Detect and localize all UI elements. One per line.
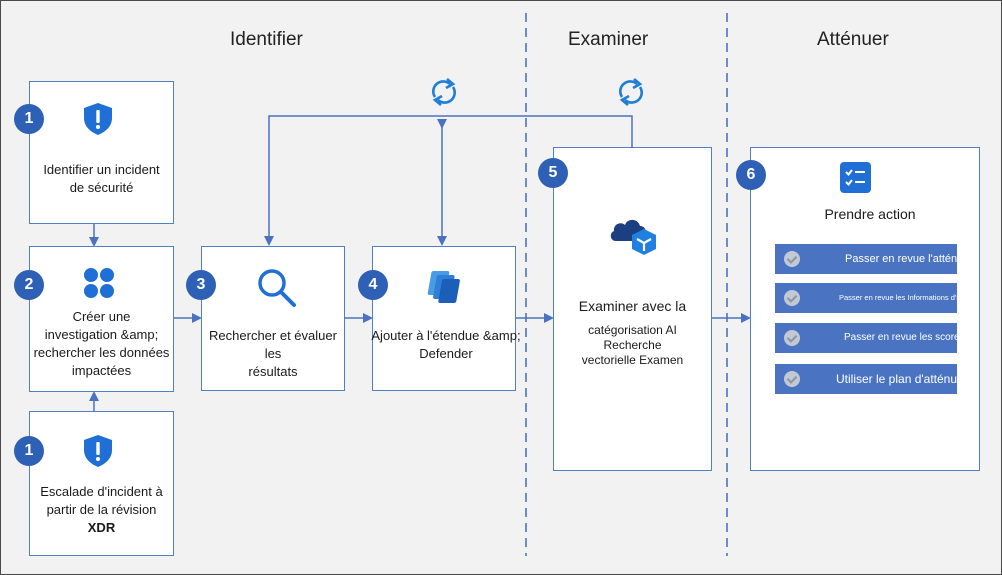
label-line: partir de la révision — [46, 502, 157, 517]
action-review-risk-scores[interactable]: Passer en revue les scores de risque — [775, 323, 957, 353]
step-label: Identifier un incident de sécurité — [29, 161, 174, 197]
step-badge: 4 — [358, 270, 388, 300]
step-escalate-incident — [29, 411, 174, 556]
label-line: catégorisation AI — [588, 323, 677, 337]
label-line: Recherche — [603, 338, 662, 352]
action-label: Passer en revue les scores de risque — [844, 332, 957, 343]
step-add-scope — [372, 246, 516, 391]
label-line: résultats — [248, 364, 298, 379]
four-dots-icon — [84, 268, 114, 298]
action-use-mitigation-plan[interactable]: Utiliser le plan d'atténuation — [775, 364, 957, 394]
step-badge: 2 — [14, 270, 44, 300]
check-circle-icon — [784, 371, 800, 387]
label-line: Identifier un incident — [43, 162, 160, 177]
check-circle-icon — [784, 330, 800, 346]
cloud-cube-icon — [610, 219, 656, 255]
phase-mitigate: Atténuer — [817, 29, 889, 50]
checklist-icon — [840, 162, 871, 193]
shield-alert-icon — [84, 435, 112, 467]
step-label: catégorisation AI Recherche vectorielle … — [553, 323, 712, 368]
step-create-investigation — [29, 246, 174, 392]
search-icon — [258, 269, 296, 307]
check-circle-icon — [784, 290, 800, 306]
step-badge: 5 — [538, 158, 568, 188]
label-line: rechercher les données — [33, 345, 170, 360]
label-line: investigation &amp; — [44, 327, 159, 342]
step-label-title: Examiner avec la — [578, 298, 687, 314]
action-label: Utiliser le plan d'atténuation — [836, 372, 957, 386]
action-label: Passer en revue l'atténuation — [845, 253, 957, 265]
step-badge: 1 — [14, 104, 44, 134]
action-review-mitigation[interactable]: Passer en revue l'atténuation — [775, 244, 957, 274]
refresh-icon — [432, 78, 456, 106]
label-line: Escalade d'incident à — [40, 484, 163, 499]
step-label: Rechercher et évaluer les résultats — [201, 327, 345, 381]
label-line: impactées — [71, 363, 132, 378]
step-label: Ajouter à l'étendue &amp; Defender — [361, 327, 531, 363]
phase-examine: Examiner — [568, 29, 649, 50]
stacked-pages-icon — [427, 271, 460, 303]
label-line: vectorielle Examen — [581, 353, 684, 367]
step-badge: 6 — [736, 160, 766, 190]
step-badge: 3 — [186, 270, 216, 300]
action-review-credentials[interactable]: Passer en revue les Informations d'ident… — [775, 283, 957, 313]
label-line: de sécurité — [69, 180, 134, 195]
label-line: Ajouter à l'étendue &amp; — [371, 328, 521, 343]
step-label: Créer une investigation &amp; rechercher… — [29, 308, 174, 380]
step-examine — [553, 147, 712, 471]
label-line: Defender — [419, 346, 473, 361]
phase-identify: Identifier — [230, 29, 303, 50]
shield-alert-icon — [84, 103, 112, 135]
label-line: XDR — [87, 520, 116, 535]
take-action-title: Prendre action — [824, 206, 916, 222]
check-circle-icon — [784, 251, 800, 267]
step-badge: 1 — [14, 436, 44, 466]
feedback-loop — [264, 115, 633, 246]
action-label: Passer en revue les Informations d'ident… — [839, 293, 957, 302]
label-line: Rechercher et évaluer les — [209, 328, 337, 361]
step-label: Escalade d'incident à partir de la révis… — [29, 483, 174, 537]
label-line: Créer une — [72, 309, 131, 324]
refresh-icon — [619, 78, 643, 106]
